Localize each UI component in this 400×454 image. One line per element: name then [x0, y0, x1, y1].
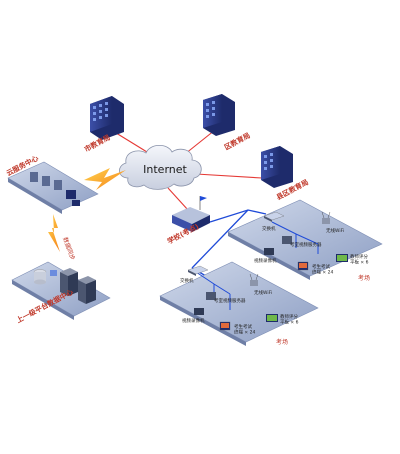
- lightning-bolt-data: 数据同步: [48, 214, 77, 261]
- exam2-label: 考场: [276, 338, 288, 346]
- cloud-label: Internet: [143, 163, 187, 176]
- building-district: 区教育局: [203, 94, 252, 152]
- exam2-switch-label: 交换机: [180, 277, 194, 284]
- exam2-server-label: 考室视频服务器: [214, 297, 246, 304]
- building-city: 市教育局: [83, 96, 124, 154]
- student-terminal-icon-2: [219, 321, 231, 331]
- building-county: 县区教育局: [261, 146, 310, 202]
- server-racks: [50, 268, 96, 304]
- exam-room-2: 交换机 无线WiFi 考室视频服务器 视频录像机 考生考试终端 × 24 教师评…: [159, 261, 319, 346]
- server-icon: [282, 236, 292, 244]
- exam1-student-label: 考生考试终端 × 24: [312, 263, 333, 275]
- exam2-student-label: 考生考试终端 × 24: [234, 323, 255, 335]
- wifi-icon-2: [249, 273, 259, 286]
- recorder-icon: [264, 248, 274, 255]
- server-icon-2: [206, 292, 216, 300]
- internet-cloud: Internet: [119, 144, 202, 190]
- tablet-icon-2: [266, 314, 278, 322]
- exam1-switch-label: 交换机: [262, 225, 276, 232]
- data-link-label: 数据同步: [61, 236, 77, 261]
- tablet-icon: [336, 254, 348, 262]
- lightning-bolt-cloud: [84, 168, 126, 190]
- building-school: 学校(考点): [166, 196, 210, 246]
- exam-room-1: 交换机 无线WiFi 考室视频服务器 视频录像机 考生考试终端 × 24 教师评…: [227, 199, 383, 282]
- switch-icon-2: [187, 265, 209, 276]
- upper-data-center: 上一级平台数据中心: [11, 261, 111, 325]
- exam1-server-label: 考室视频服务器: [290, 241, 322, 248]
- building-district-label: 区教育局: [223, 131, 252, 152]
- wifi-icon: [321, 211, 331, 224]
- student-terminal-icon: [297, 261, 309, 271]
- exam2-recorder-label: 视频录像机: [182, 317, 205, 324]
- cloud-shape: [119, 144, 202, 190]
- recorder-icon-2: [194, 308, 204, 315]
- link-school: [167, 187, 189, 211]
- link-county: [195, 173, 263, 179]
- exam2-wifi-label: 无线WiFi: [254, 289, 272, 296]
- switch-icon: [263, 211, 285, 222]
- exam1-tablet-label: 教师评分平板 × 6: [350, 253, 369, 265]
- exam2-tablet-label: 教师评分平板 × 6: [280, 313, 299, 325]
- exam1-wifi-label: 无线WiFi: [326, 227, 344, 234]
- exam1-label: 考场: [358, 274, 370, 282]
- exam1-recorder-label: 视频录像机: [254, 257, 277, 264]
- cloud-service-center: 云服务中心: [5, 153, 99, 214]
